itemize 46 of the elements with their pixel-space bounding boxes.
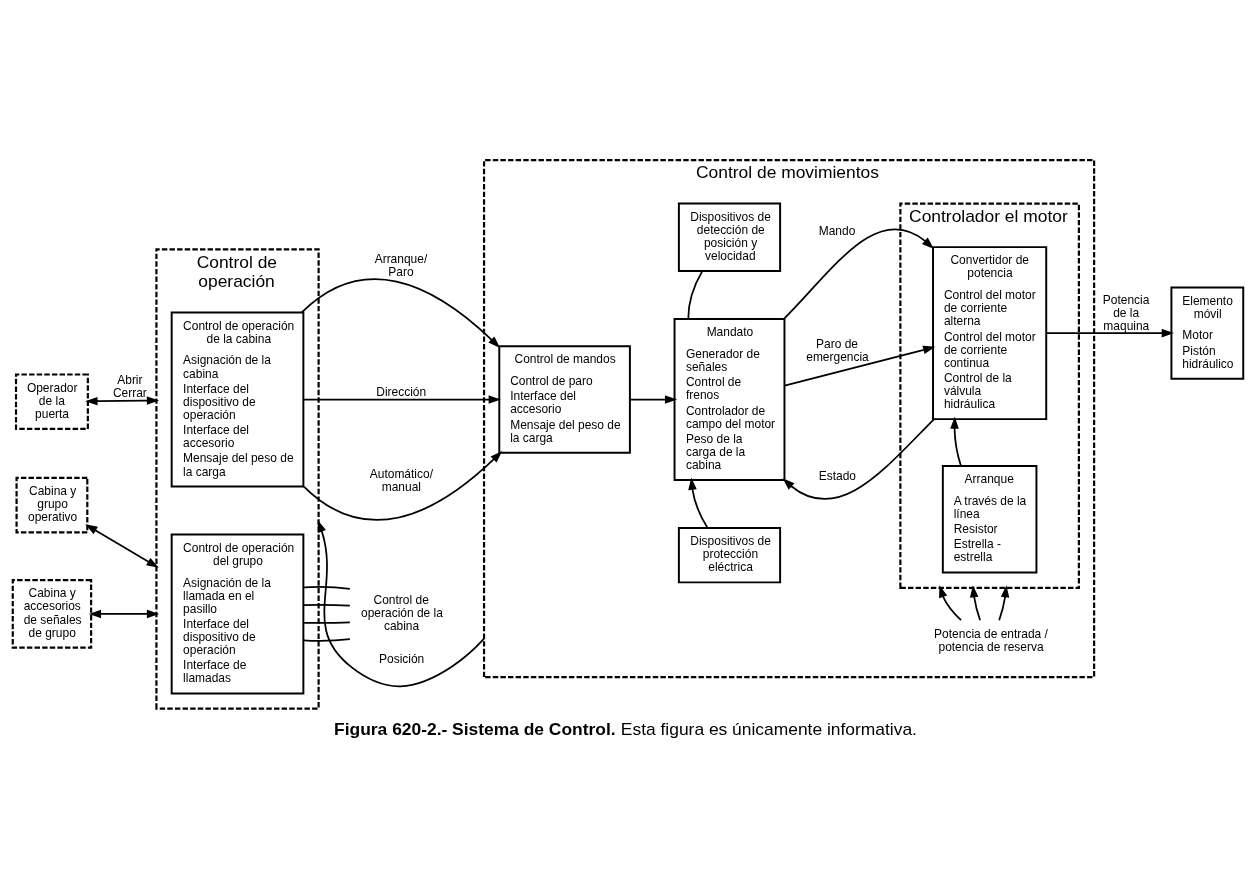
arrow bbox=[300, 277, 501, 348]
node-box: Mandato Generador de señales Control de frenos Controlador de campo del motor Peso de la carga de la cabina bbox=[673, 317, 786, 481]
arrow bbox=[782, 417, 935, 500]
node-box: Elemento móvil Motor Pistón hidráulico bbox=[1170, 285, 1245, 380]
arrow bbox=[88, 609, 160, 618]
connector bbox=[302, 620, 351, 624]
arrow bbox=[85, 523, 159, 568]
arrow bbox=[950, 416, 962, 467]
edge-label: Dirección bbox=[376, 384, 427, 399]
edge-label: Arranque/ Paro bbox=[374, 251, 428, 279]
node-box: Cabina y grupo operativo bbox=[15, 476, 89, 533]
node-text: Control de operación de la cabina bbox=[361, 592, 443, 633]
node-box: Dispositivos de detección de posición y velocidad bbox=[677, 202, 782, 272]
arrow bbox=[998, 584, 1010, 621]
arrow bbox=[629, 394, 678, 404]
connector bbox=[302, 637, 351, 642]
connector bbox=[302, 585, 351, 590]
edge-label: Abrir Cerrar bbox=[112, 372, 147, 400]
node-box: Control de mandos Control de paro Interface del accesorio Mensaje del peso de la carga bbox=[498, 344, 631, 454]
arrow bbox=[783, 228, 934, 320]
arrow bbox=[939, 584, 962, 621]
edge-label: Estado bbox=[818, 468, 857, 483]
arrow bbox=[317, 519, 485, 687]
connector bbox=[302, 603, 351, 606]
node-text: Potencia de entrada / potencia de reserva bbox=[934, 626, 1048, 654]
node-box: Control de operación de la cabina Asignación de la cabina Interface del dispositivo de operación Interface del accesorio Mensaje del peso de la carga bbox=[170, 310, 305, 488]
edge-label: Paro de emergencia bbox=[806, 336, 869, 364]
caption: Figura 620-2.- Sistema de Control. Esta figura es únicamente informativa. bbox=[334, 718, 917, 739]
edge-label: Posición bbox=[379, 651, 425, 666]
node-box: Operador de la puerta bbox=[14, 372, 89, 430]
edge-label: Mando bbox=[818, 223, 856, 238]
arrow bbox=[688, 477, 709, 529]
edge-label: Potencia de la maquina bbox=[1102, 292, 1150, 333]
arrow bbox=[783, 345, 936, 386]
arrow bbox=[303, 450, 503, 521]
arrow bbox=[85, 395, 160, 405]
node-box: Cabina y accesorios de señales de grupo bbox=[11, 578, 93, 649]
arrow bbox=[1045, 328, 1174, 337]
arrow bbox=[969, 584, 981, 621]
node-box: Control de operación del grupo Asignación de la llamada en el pasillo Interface del dispositivo de operación Interface de llamadas bbox=[170, 533, 305, 694]
arrow bbox=[303, 394, 501, 404]
node-box: Arranque A través de la línea Resistor Estrella - estrella bbox=[941, 464, 1038, 574]
connector bbox=[687, 270, 704, 320]
node-box: Convertidor de potencia Control del motor de corriente alterna Control del motor de corriente continua Control de la válvula hidráulica bbox=[932, 245, 1048, 420]
node-box: Dispositivos de protección eléctrica bbox=[677, 526, 782, 583]
edge-label: Automático/ manual bbox=[369, 466, 433, 494]
